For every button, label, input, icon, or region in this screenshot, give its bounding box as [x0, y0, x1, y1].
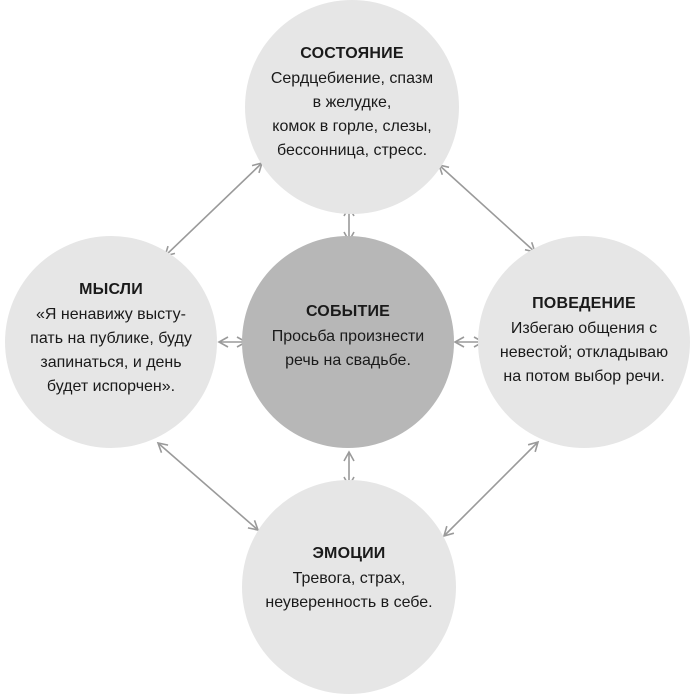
behavior-text-line: на потом выбор речи.	[503, 368, 665, 385]
event-text-line: речь на свадьбе.	[285, 352, 411, 369]
behavior-title: ПОВЕДЕНИЕ	[532, 295, 636, 312]
thoughts-circle: МЫСЛИ «Я ненавижу высту- пать на публике…	[5, 236, 217, 448]
emotions-text-line: Тревога, страх,	[292, 570, 406, 587]
thoughts-text-line: пать на публике, буду	[30, 330, 192, 347]
arrow-top-right	[437, 163, 537, 254]
state-title: СОСТОЯНИЕ	[300, 45, 404, 62]
emotions-circle: ЭМОЦИИ Тревога, страх, неуверенность в с…	[242, 480, 456, 694]
state-text-line: в желудке,	[312, 94, 392, 111]
arrow-left-top	[163, 161, 264, 258]
emotions-text-line: неуверенность в себе.	[265, 594, 433, 611]
state-text-line: Сердцебиение, спазм	[270, 70, 434, 87]
event-circle: СОБЫТИЕ Просьба произнести речь на свадь…	[242, 236, 454, 448]
state-text-line: бессонница, стресс.	[276, 142, 428, 159]
behavior-circle: ПОВЕДЕНИЕ Избегаю общения с невестой; от…	[478, 236, 690, 448]
event-title: СОБЫТИЕ	[305, 303, 391, 320]
arrow-right-bottom	[442, 440, 540, 538]
thoughts-text-line: запинаться, и день	[40, 354, 182, 371]
behavior-text-line: Избегаю общения с	[510, 320, 658, 337]
emotions-title: ЭМОЦИИ	[312, 545, 386, 562]
state-text-line: комок в горле, слезы,	[272, 118, 432, 135]
arrow-left-bottom	[156, 441, 260, 532]
thoughts-text-line: «Я ненавижу высту-	[36, 306, 186, 323]
event-text-line: Просьба произнести	[271, 328, 425, 345]
thoughts-text-line: будет испорчен».	[46, 378, 176, 395]
behavior-text-line: невестой; откладываю	[499, 344, 669, 361]
state-circle: СОСТОЯНИЕ Сердцебиение, спазм в желудке,…	[245, 0, 459, 214]
thoughts-title: МЫСЛИ	[79, 281, 143, 298]
